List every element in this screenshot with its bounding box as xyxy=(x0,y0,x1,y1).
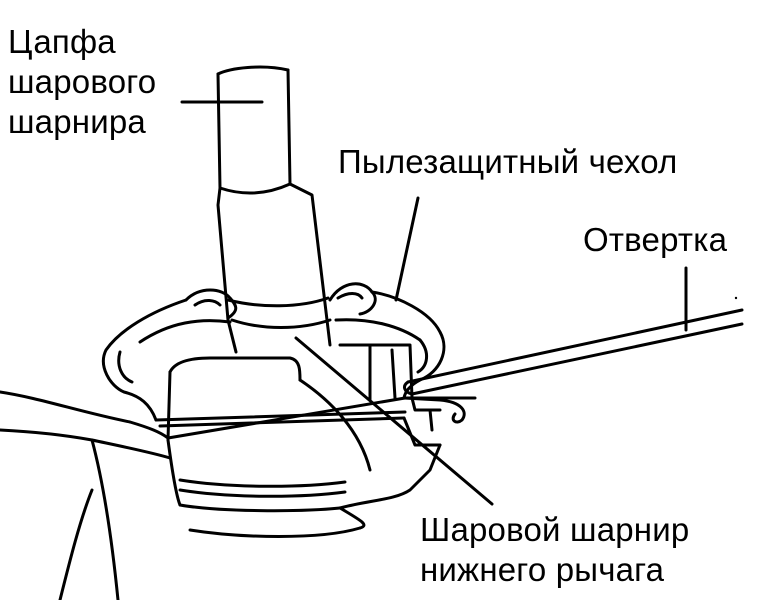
ball-pin-label-line2: шарового xyxy=(8,63,157,100)
screwdriver xyxy=(403,296,744,396)
ball-pin xyxy=(216,65,332,354)
leader-dust-boot xyxy=(394,196,420,302)
retaining-clip xyxy=(402,396,466,432)
dust-boot-label: Пылезащитный чехол xyxy=(338,143,678,180)
leader-lines xyxy=(180,100,688,506)
ball-joint-label-line1: Шаровой шарнир xyxy=(420,511,690,548)
ball-joint-label-line2: нижнего рычага xyxy=(420,551,665,588)
ball-pin-label-line1: Цапфа xyxy=(8,23,116,60)
ball-pin-label: Цапфа шарового шарнира xyxy=(8,22,156,142)
ball-pin-label-line3: шарнира xyxy=(8,103,146,140)
ball-joint-label: Шаровой шарнир нижнего рычага xyxy=(420,510,689,590)
ball-joint-housing xyxy=(154,343,442,538)
leader-ball-joint xyxy=(294,336,494,506)
dust-boot xyxy=(101,282,446,422)
screwdriver-label: Отвертка xyxy=(583,221,728,258)
